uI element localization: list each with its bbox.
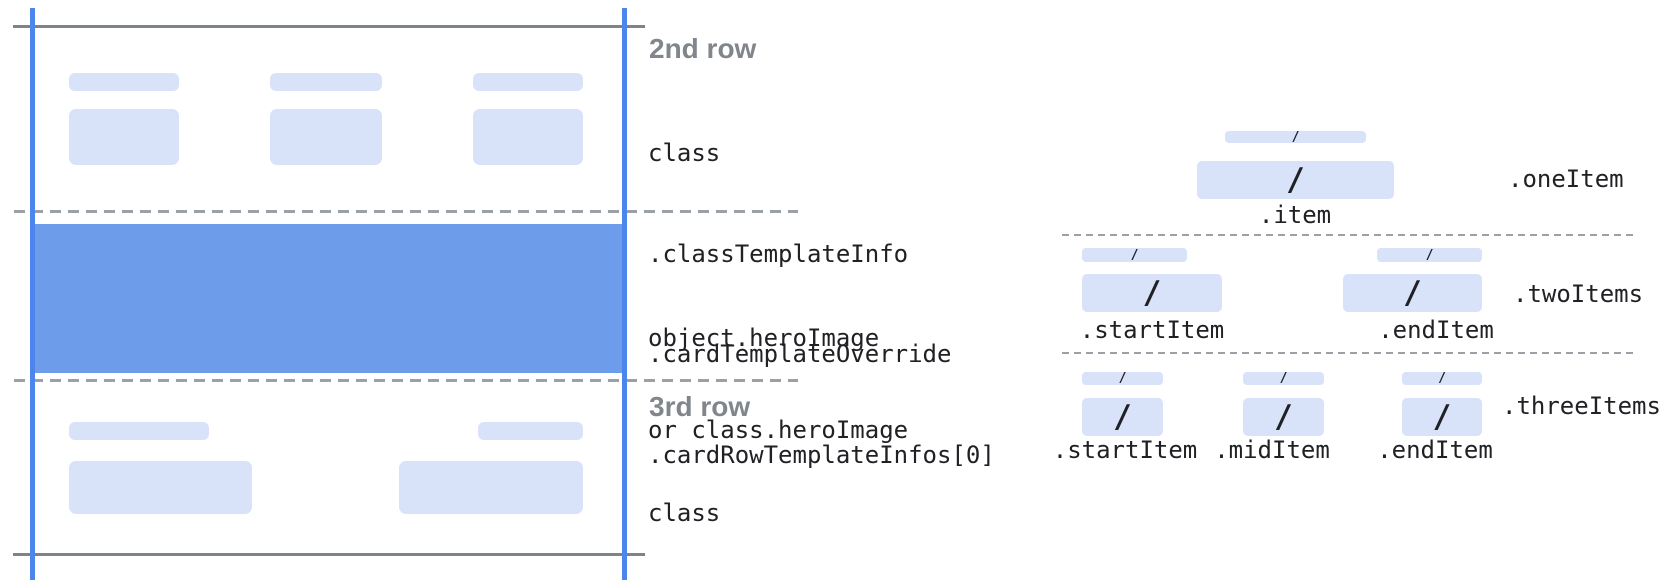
three-items-end-field-label: .endItem: [1377, 436, 1493, 464]
two-items-start-value-bar: /: [1082, 274, 1222, 312]
slash-glyph: /: [1291, 129, 1300, 145]
hero-image-caption: object.heroImage or class.heroImage: [648, 262, 908, 506]
two-three-dashed-separator: [1062, 352, 1633, 354]
three-items-start-field-label: .startItem: [1052, 436, 1198, 464]
three-items-layout-label: .threeItems: [1502, 392, 1661, 420]
api-path-line: class: [648, 139, 721, 167]
row2-col3-value-placeholder: [473, 109, 583, 165]
two-items-layout-label: .twoItems: [1513, 280, 1644, 308]
three-items-end-label-bar: /: [1402, 372, 1482, 385]
row3-api-path: class .classTemplateInfo .cardTemplateOv…: [648, 430, 995, 584]
api-path-line: or class.heroImage: [648, 415, 909, 444]
slash-glyph: /: [1432, 398, 1452, 435]
row2-col2-value-placeholder: [270, 109, 382, 165]
one-item-value-bar: /: [1197, 161, 1394, 199]
slash-glyph: /: [1279, 371, 1288, 386]
card-top-edge-line: [13, 25, 645, 28]
slash-glyph: /: [1142, 274, 1162, 311]
row2-hero-dashed-separator: [14, 210, 798, 213]
card-bottom-edge-line: [13, 553, 645, 556]
row2-col1-label-placeholder: [69, 73, 179, 91]
slash-glyph: /: [1286, 161, 1305, 198]
row3-end-value-placeholder: [399, 461, 583, 514]
slash-glyph: /: [1118, 371, 1127, 386]
hero-image-band: [30, 224, 627, 373]
api-path-line: object.heroImage: [648, 324, 880, 352]
one-item-label-bar: /: [1225, 129, 1366, 145]
three-items-end-value-bar: /: [1402, 398, 1482, 436]
slash-glyph: /: [1403, 274, 1422, 311]
card-right-margin-guide: [622, 8, 627, 580]
one-item-layout-label: .oneItem: [1508, 165, 1624, 193]
slash-glyph: /: [1113, 398, 1132, 435]
api-path-line: .cardRowTemplateInfos[0]: [648, 440, 995, 469]
row2-heading: 2nd row: [649, 33, 757, 64]
row2-api-path: class .classTemplateInfo .cardTemplateOv…: [648, 70, 995, 539]
hero-row3-dashed-separator: [14, 379, 798, 382]
two-items-end-field-label: .endItem: [1378, 316, 1494, 344]
one-item-field-label: .item: [1258, 201, 1332, 229]
row3-start-value-placeholder: [69, 461, 252, 514]
two-items-end-label-bar: /: [1377, 248, 1482, 262]
row2-col1-value-placeholder: [69, 109, 179, 165]
three-items-mid-label-bar: /: [1243, 372, 1324, 385]
row2-col2-label-placeholder: [270, 73, 382, 91]
row3-end-label-placeholder: [478, 422, 583, 440]
api-path-line: class: [648, 499, 721, 527]
three-items-mid-field-label: .midItem: [1214, 436, 1330, 464]
one-two-dashed-separator: [1062, 234, 1633, 236]
slash-glyph: /: [1274, 398, 1293, 435]
slash-glyph: /: [1438, 371, 1446, 386]
api-path-line: .classTemplateInfo: [648, 239, 909, 268]
row3-start-label-placeholder: [69, 422, 209, 440]
api-path-line: .cardTemplateOverride: [648, 340, 952, 368]
three-items-start-value-bar: /: [1082, 398, 1163, 436]
three-items-mid-value-bar: /: [1243, 398, 1324, 436]
card-left-margin-guide: [30, 8, 35, 580]
slash-glyph: /: [1130, 247, 1139, 263]
two-items-end-value-bar: /: [1343, 274, 1482, 312]
row3-heading: 3rd row: [649, 391, 751, 422]
three-items-start-label-bar: /: [1082, 372, 1163, 385]
slash-glyph: /: [1425, 247, 1434, 263]
row2-col3-label-placeholder: [473, 73, 583, 91]
two-items-start-label-bar: /: [1082, 248, 1187, 262]
two-items-start-field-label: .startItem: [1079, 316, 1225, 344]
